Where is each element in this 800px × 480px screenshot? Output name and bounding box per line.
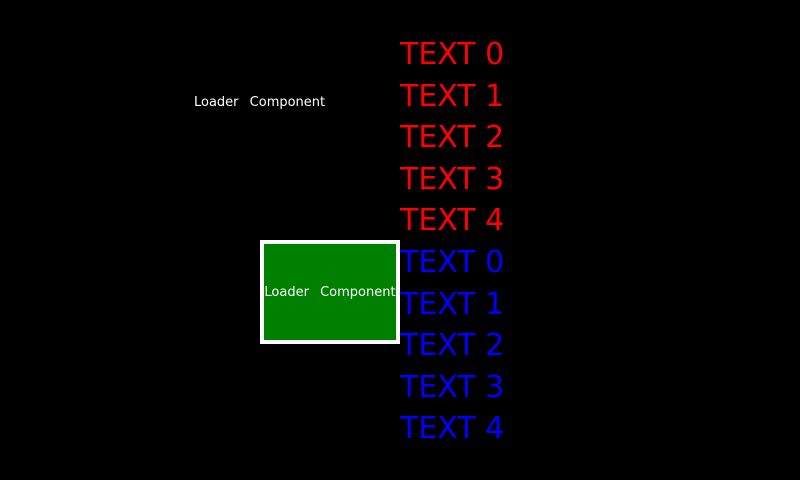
loader-component-placeholder-label: Loader Component — [194, 95, 326, 110]
loader-component-box-label: Loader Component — [264, 284, 396, 300]
text-item: TEXT 0 — [400, 37, 505, 72]
text-item: TEXT 1 — [400, 78, 505, 114]
text-item: TEXT 1 — [400, 286, 505, 322]
text-item: TEXT 2 — [400, 328, 505, 364]
text-item: TEXT 0 — [400, 244, 505, 280]
text-item: TEXT 2 — [400, 120, 505, 156]
text-item: TEXT 3 — [400, 369, 505, 405]
text-item: TEXT 3 — [400, 161, 505, 197]
text-item: TEXT 4 — [400, 411, 505, 447]
text-list-blue: TEXT 0 TEXT 1 TEXT 2 TEXT 3 TEXT 4 — [400, 242, 504, 450]
loader-component-box: Loader Component — [260, 240, 400, 344]
text-list-red: TEXT 0 TEXT 1 TEXT 2 TEXT 3 TEXT 4 — [400, 34, 504, 242]
text-item: TEXT 4 — [400, 203, 505, 239]
